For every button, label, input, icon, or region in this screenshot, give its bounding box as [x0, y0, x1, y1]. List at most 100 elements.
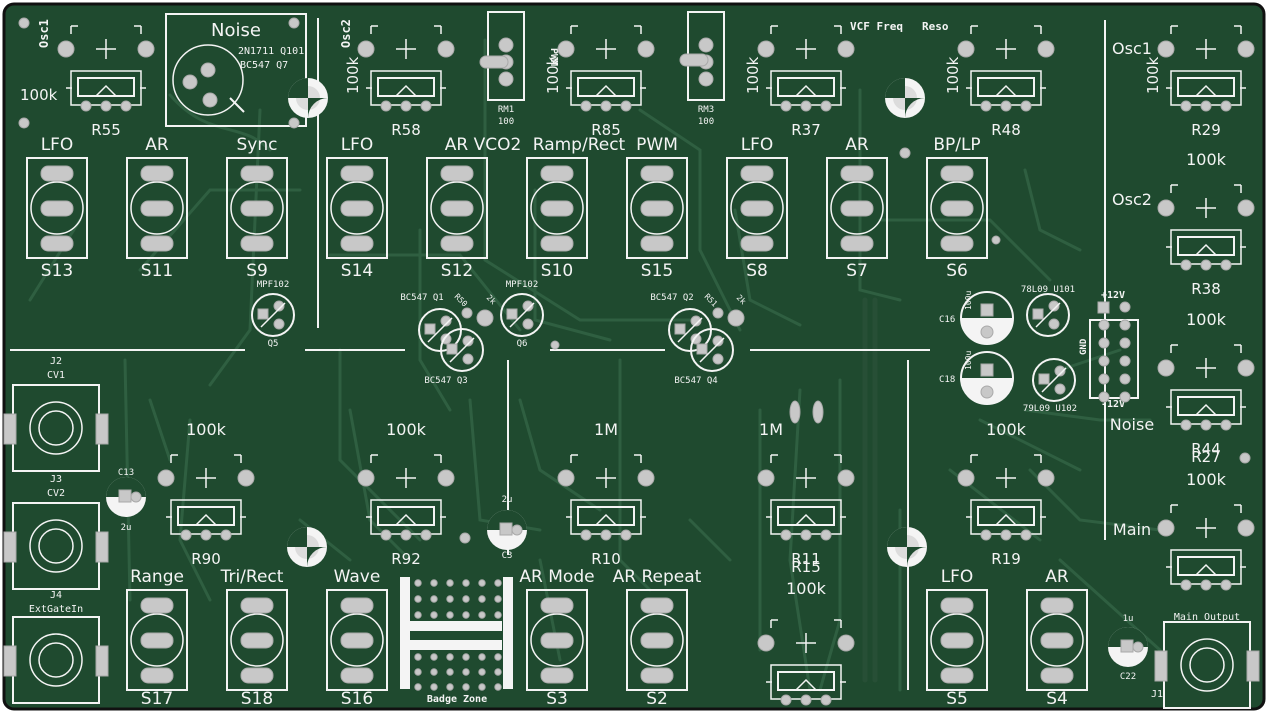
switch-s11: AR S11 [126, 135, 188, 281]
badge-pad-0-4 [478, 579, 486, 587]
noise-mount-pad [288, 78, 328, 118]
switch-s15: PWM S15 [626, 135, 688, 281]
switch-s12: AR VCO2 S12 [426, 135, 522, 281]
badge-pad-4-3 [462, 668, 470, 676]
switch-s14-ref: S14 [341, 261, 373, 281]
badge-zone: Badge Zone [400, 577, 513, 705]
badge-pad-3-0 [414, 653, 422, 661]
right-mount-pad [887, 527, 927, 567]
badge-pad-3-4 [478, 653, 486, 661]
badge-pad-3-2 [446, 653, 454, 661]
jack-j2: J2 CV1 [3, 356, 109, 472]
switch-s9: Sync S9 [226, 135, 288, 281]
jack-j1: Main Output J1 [1151, 612, 1260, 709]
pot-r19: 100k R19 [957, 420, 1055, 568]
cap-c13: C13 2u [105, 468, 147, 533]
switch-s15-ref: S15 [641, 261, 673, 281]
pot-r55: 100k R55 [20, 25, 155, 139]
badge-pad-3-5 [494, 653, 502, 661]
switch-s14-label: LFO [341, 135, 374, 155]
pot-r48: 100k R48 [944, 25, 1055, 139]
badge-pad-4-0 [414, 668, 422, 676]
rm1-component: RM1 100 [479, 11, 525, 127]
switch-s8: LFO S8 [726, 135, 788, 281]
top-switches: LFO S13 AR S11 Sync S9 LFO S14 AR VCO2 S… [26, 135, 988, 281]
switch-s3-ref: S3 [546, 689, 568, 709]
u102-label: 79L09 U102 [1023, 404, 1077, 414]
pot-r10: 1M R10 [557, 420, 655, 568]
switch-s16-ref: S16 [341, 689, 373, 709]
badge-pad-5-3 [462, 683, 470, 691]
pot-r27-value: 100k [1186, 470, 1227, 489]
c3-value: 2u [502, 495, 513, 505]
badge-pad-4-2 [446, 668, 454, 676]
j4-ref: J4 [50, 590, 62, 601]
bottom-pots: 100k R90 100k R92 1M R10 1M R11 100k R19… [157, 400, 1055, 706]
switch-s16-label: Wave [334, 567, 381, 587]
pot-r92: 100k R92 [357, 420, 455, 568]
q6-part: MPF102 [506, 280, 539, 290]
bottom-switches: Range S17 Tri/Rect S18 Wave S16 AR Mode … [126, 567, 1088, 709]
q5-ref: Q5 [268, 339, 279, 349]
q101-label: 2N1711 Q101 [238, 46, 304, 57]
noise-right-label: Noise [1110, 415, 1154, 434]
pot-r38-ref: R38 [1191, 280, 1221, 298]
j1-ref: J1 [1151, 689, 1163, 700]
pot-r44: 100k R44 [1157, 310, 1255, 458]
rm1-value: 100 [498, 117, 514, 127]
switch-s9-label: Sync [237, 135, 278, 155]
osc2-left-label: Osc2 [339, 19, 353, 48]
pot-r85-ref: R85 [591, 121, 621, 139]
pot-r11: 1M R11 [757, 420, 855, 568]
switch-s12-label: AR VCO2 [445, 135, 522, 155]
pot-r90: 100k R90 [157, 420, 255, 568]
badge-pad-5-4 [478, 683, 486, 691]
small-caps: C13 2u 2u C3 1u C22 [105, 468, 1149, 682]
switch-s2-label: AR Repeat [613, 567, 702, 587]
jack-j3: J3 CV2 [3, 474, 109, 590]
pot-r48-value: 100k [944, 56, 962, 94]
pot-r44-value: 100k [1186, 310, 1227, 329]
q3-label: BC547 Q3 [424, 376, 467, 386]
switch-s7-label: AR [845, 135, 869, 155]
pot-r37-value: 100k [744, 56, 762, 94]
switch-s4: AR S4 [1026, 567, 1088, 709]
transistor-q1: BC547 Q1 [400, 293, 462, 352]
c22-ref: C22 [1120, 672, 1136, 682]
switch-s6: BP/LP S6 [926, 135, 988, 281]
pot-r27-ref: R27 [1191, 448, 1221, 466]
gnd-label: GND [1079, 338, 1089, 355]
badge-pad-0-2 [446, 579, 454, 587]
pot-r15-value: 100k [786, 579, 827, 598]
pot-r90-ref: R90 [191, 550, 221, 568]
switch-s16: Wave S16 [326, 567, 388, 709]
pot-r15-ref: R15 [791, 558, 821, 576]
cv2-label: CV2 [47, 488, 65, 499]
switch-s13-label: LFO [41, 135, 74, 155]
badge-pad-4-1 [430, 668, 438, 676]
j2-ref: J2 [50, 356, 62, 367]
switch-s8-label: LFO [741, 135, 774, 155]
switch-s5-label: LFO [941, 567, 974, 587]
badge-pad-3-3 [462, 653, 470, 661]
main-right-label: Main [1113, 520, 1151, 539]
switch-s5: LFO S5 [926, 567, 988, 709]
pot-r85: 100k R85 [544, 25, 655, 139]
badge-pad-1-4 [478, 595, 486, 603]
c16-ref: C16 [939, 315, 955, 325]
top-pots: 100k R55 100k R58 100k R85 100k R37 100k… [20, 25, 1255, 139]
badge-pad-1-5 [494, 595, 502, 603]
pot-r55-ref: R55 [91, 121, 121, 139]
noise-block: Noise 2N1711 Q101 BC547 Q7 [165, 13, 328, 127]
cap-c18: 100u C18 [939, 351, 1014, 405]
pot-r29-value: 100k [1144, 56, 1162, 94]
reso-mount-pad [885, 78, 925, 118]
switch-s6-label: BP/LP [933, 135, 980, 155]
badge-pad-1-3 [462, 595, 470, 603]
q1-label: BC547 Q1 [400, 293, 443, 303]
pot-r19-value: 100k [986, 420, 1027, 439]
switch-s18: Tri/Rect S18 [220, 567, 288, 709]
power-section: 100u C16 100u C18 78L09 U101 79L09 U102 … [939, 285, 1139, 414]
